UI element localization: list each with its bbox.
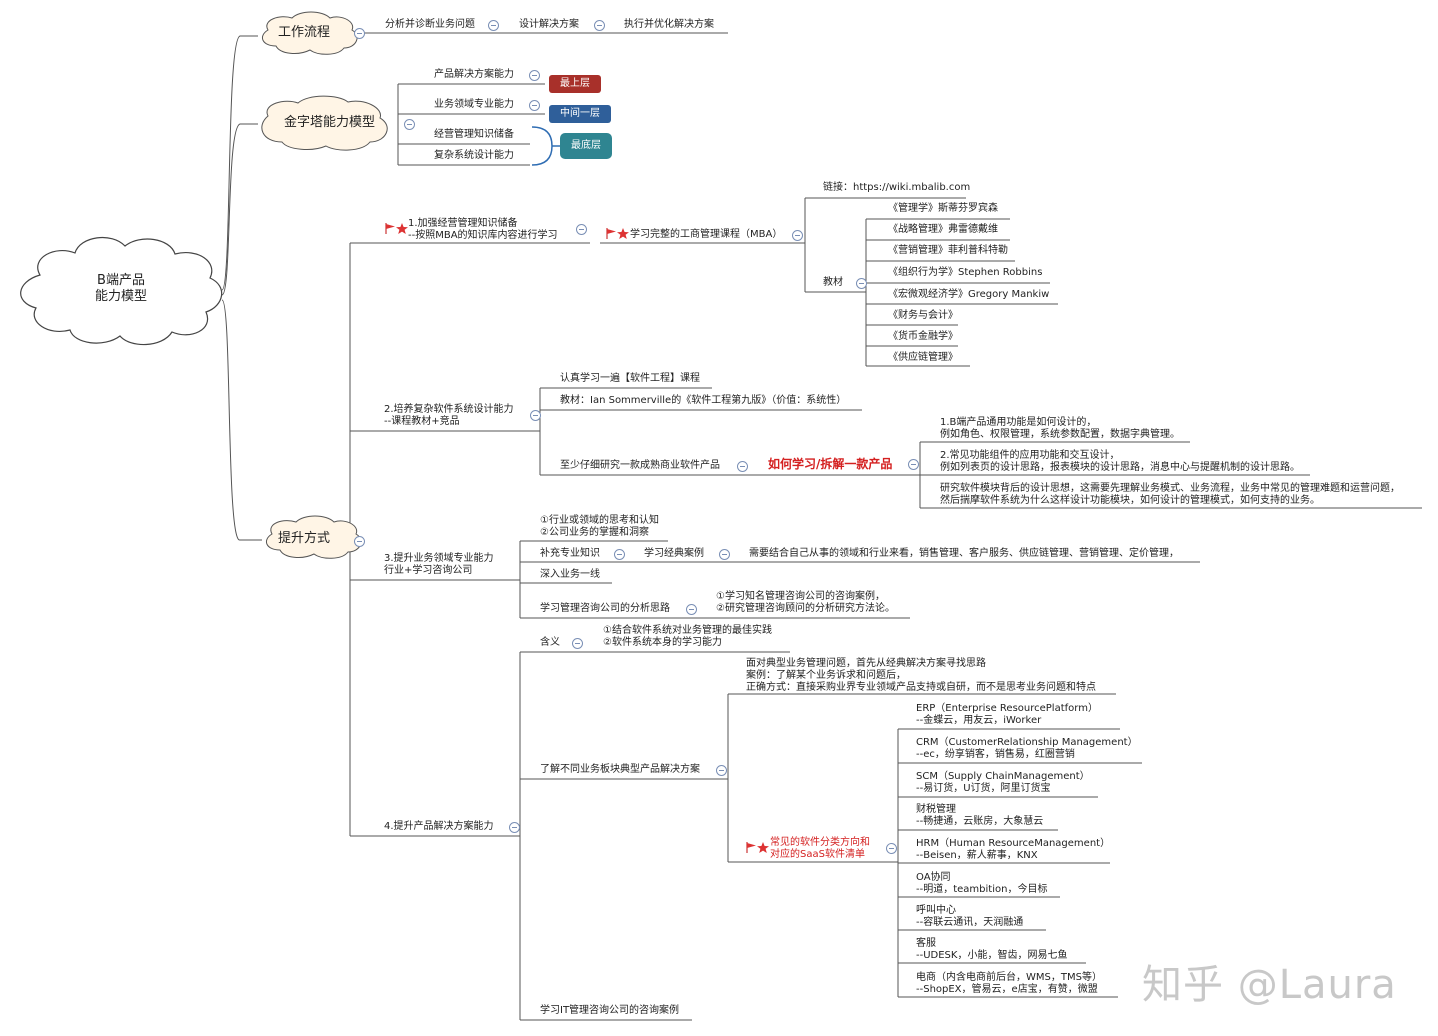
pyramid-item-2: 业务领域专业能力 bbox=[434, 99, 514, 110]
collapse-toggle[interactable] bbox=[716, 765, 727, 776]
m3-deep: 深入业务一线 bbox=[540, 569, 600, 580]
m2-title: 2.培养复杂软件系统设计能力 --课程教材+竞品 bbox=[384, 404, 514, 427]
connector-pyramid bbox=[221, 123, 258, 296]
m4-approach: 面对典型业务管理问题，首先从经典解决方案寻找思路 案例：了解某个业务诉求和问题后… bbox=[746, 658, 1096, 693]
m4-meaning-detail: ①结合软件系统对业务管理的最佳实践 ②软件系统本身的学习能力 bbox=[603, 625, 772, 648]
collapse-toggle[interactable] bbox=[488, 20, 499, 31]
m2-point-1: 1.B端产品通用功能是如何设计的， 例如角色、权限管理，系统参数配置，数据字典管… bbox=[940, 417, 1180, 440]
saas-item: OA协同 --明道，teambition，今目标 bbox=[916, 872, 1048, 895]
flag-icon bbox=[385, 223, 395, 234]
m3-consult: 学习管理咨询公司的分析思路 bbox=[540, 603, 670, 614]
collapse-toggle[interactable] bbox=[614, 549, 625, 560]
flag-icon bbox=[746, 842, 756, 853]
collapse-toggle[interactable] bbox=[530, 410, 541, 421]
workflow-step-1: 分析并诊断业务问题 bbox=[385, 19, 475, 30]
pyramid-item-1: 产品解决方案能力 bbox=[434, 69, 514, 80]
m3-consult-detail: ①学习知名管理咨询公司的咨询案例， ②研究管理咨询顾问的分析研究方法论。 bbox=[716, 591, 895, 614]
workflow-step-3: 执行并优化解决方案 bbox=[624, 19, 714, 30]
collapse-toggle[interactable] bbox=[576, 224, 587, 235]
saas-item: 财税管理 --畅捷通，云账房，大象慧云 bbox=[916, 804, 1044, 827]
flag-icon bbox=[606, 228, 616, 239]
m2-how: 如何学习/拆解一款产品 bbox=[768, 457, 893, 471]
book-item: 《管理学》斯蒂芬罗宾森 bbox=[888, 203, 998, 214]
star-icon bbox=[757, 842, 769, 853]
saas-item: 呼叫中心 --容联云通讯，天润融通 bbox=[916, 905, 1024, 928]
m3-cases-detail: 需要结合自己从事的领域和行业来看，销售管理、客户服务、供应链管理、营销管理、定价… bbox=[749, 548, 1179, 559]
root-line1: B端产品 bbox=[97, 273, 145, 288]
saas-item: ERP（Enterprise ResourcePlatform） --金蝶云，用… bbox=[916, 703, 1098, 726]
m2-course: 认真学习一遍【软件工程】课程 bbox=[560, 373, 700, 384]
book-item: 《战略管理》弗雷德戴维 bbox=[888, 224, 998, 235]
collapse-toggle[interactable] bbox=[856, 278, 867, 289]
workflow-label: 工作流程 bbox=[278, 25, 331, 40]
m4-title: 4.提升产品解决方案能力 bbox=[384, 821, 494, 832]
root-title: B端产品 能力模型 bbox=[76, 273, 166, 305]
saas-item: SCM（Supply ChainManagement） --易订货，U订货，阿里… bbox=[916, 771, 1090, 794]
collapse-toggle[interactable] bbox=[737, 461, 748, 472]
collapse-toggle[interactable] bbox=[529, 100, 540, 111]
star-icon bbox=[617, 228, 629, 239]
collapse-toggle[interactable] bbox=[886, 843, 897, 854]
collapse-toggle[interactable] bbox=[509, 822, 520, 833]
book-item: 《货币金融学》 bbox=[888, 331, 958, 342]
collapse-toggle[interactable] bbox=[572, 638, 583, 649]
workflow-step-2: 设计解决方案 bbox=[519, 19, 579, 30]
m2-point-3: 研究软件模块背后的设计思想，这需要先理解业务模式、业务流程，业务中常见的管理难题… bbox=[940, 483, 1400, 506]
m3-cases: 学习经典案例 bbox=[644, 548, 704, 559]
tag-top-layer: 最上层 bbox=[549, 75, 601, 93]
m3-supplement: 补充专业知识 bbox=[540, 548, 600, 559]
improve-label: 提升方式 bbox=[278, 531, 331, 546]
tag-bottom-layer: 最底层 bbox=[560, 133, 612, 159]
collapse-toggle[interactable] bbox=[529, 70, 540, 81]
m4-meaning: 含义 bbox=[540, 637, 560, 648]
pyramid-cloud bbox=[261, 95, 388, 151]
m3-title: 3.提升业务领域专业能力 行业+学习咨询公司 bbox=[384, 553, 494, 576]
workflow-cloud bbox=[261, 11, 358, 55]
collapse-toggle[interactable] bbox=[594, 20, 605, 31]
saas-item: 电商（内含电商前后台，WMS，TMS等） --ShopEX，管易云，e店宝，有赞… bbox=[916, 972, 1102, 995]
m1-course: 学习完整的工商管理课程（MBA） bbox=[630, 229, 783, 240]
collapse-toggle[interactable] bbox=[354, 536, 365, 547]
book-item: 《财务与会计》 bbox=[888, 310, 958, 321]
pyramid-item-3: 经营管理知识储备 bbox=[434, 129, 514, 140]
collapse-toggle[interactable] bbox=[908, 459, 919, 470]
collapse-toggle[interactable] bbox=[354, 28, 365, 39]
collapse-toggle[interactable] bbox=[792, 230, 803, 241]
m1-materials: 教材 bbox=[823, 277, 843, 288]
tag-middle-layer: 中间一层 bbox=[549, 105, 611, 123]
book-item: 《组织行为学》Stephen Robbins bbox=[888, 267, 1043, 278]
m4-saas-title: 常见的软件分类方向和 对应的SaaS软件清单 bbox=[770, 837, 870, 860]
m1-link[interactable]: 链接：https://wiki.mbalib.com bbox=[823, 182, 971, 193]
saas-item: CRM（CustomerRelationship Management） --e… bbox=[916, 737, 1138, 760]
m2-point-2: 2.常见功能组件的应用功能和交互设计， 例如列表页的设计思路，报表模块的设计思路… bbox=[940, 450, 1300, 473]
m4-understand: 了解不同业务板块典型产品解决方案 bbox=[540, 764, 700, 775]
saas-item: HRM（Human ResourceManagement） --Beisen，薪… bbox=[916, 838, 1111, 861]
collapse-toggle[interactable] bbox=[686, 604, 697, 615]
saas-item: 客服 --UDESK，小能，智齿，网易七鱼 bbox=[916, 938, 1068, 961]
collapse-toggle[interactable] bbox=[719, 549, 730, 560]
connector-workflow bbox=[221, 35, 258, 291]
pyramid-item-4: 复杂系统设计能力 bbox=[434, 150, 514, 161]
book-item: 《营销管理》菲利普科特勒 bbox=[888, 245, 1008, 256]
book-item: 《宏微观经济学》Gregory Mankiw bbox=[888, 289, 1050, 300]
root-line2: 能力模型 bbox=[94, 289, 147, 304]
m3-note: ①行业或领域的思考和认知 ②公司业务的掌握和洞察 bbox=[540, 515, 659, 538]
root-cloud bbox=[20, 236, 223, 346]
m4-it-consult: 学习IT管理咨询公司的咨询案例 bbox=[540, 1005, 680, 1016]
bracket bbox=[531, 126, 553, 166]
watermark: 知乎 @Laura bbox=[1142, 962, 1397, 1008]
m2-study: 至少仔细研究一款成熟商业软件产品 bbox=[560, 460, 720, 471]
collapse-toggle[interactable] bbox=[404, 119, 415, 130]
m1-title: 1.加强经营管理知识储备 --按照MBA的知识库内容进行学习 bbox=[408, 218, 558, 241]
m2-textbook: 教材：Ian Sommerville的《软件工程第九版》（价值：系统性） bbox=[560, 395, 847, 406]
star-icon bbox=[396, 223, 408, 234]
book-item: 《供应链管理》 bbox=[888, 352, 958, 363]
connector-improve bbox=[221, 299, 262, 541]
pyramid-label: 金字塔能力模型 bbox=[284, 115, 376, 130]
